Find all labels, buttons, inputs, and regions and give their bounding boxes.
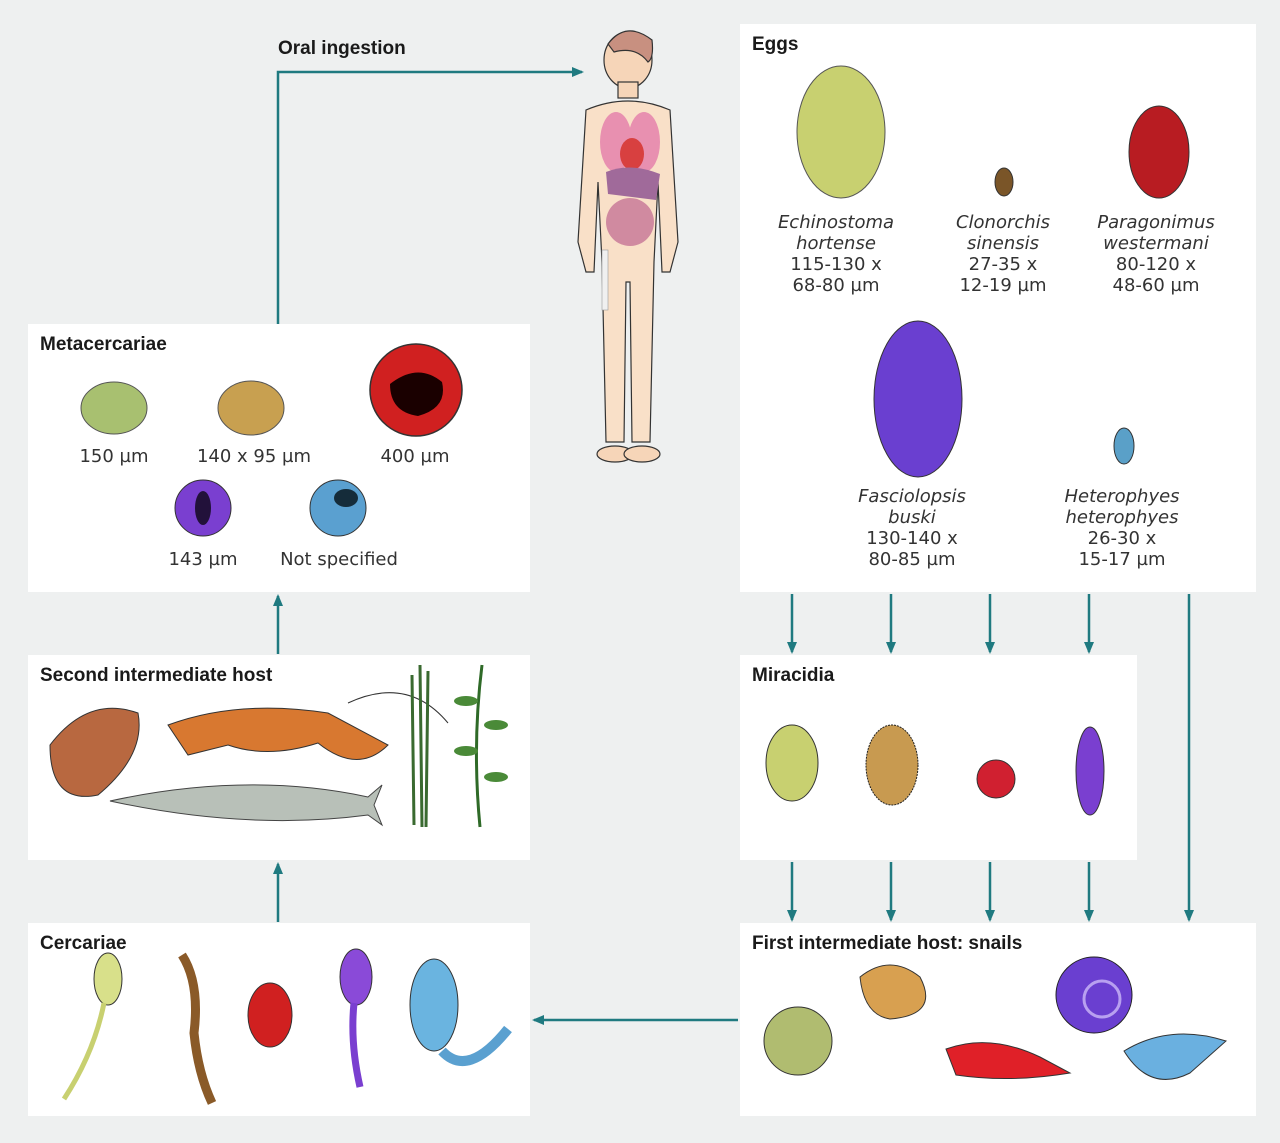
first-intermediate-host-title: First intermediate host: snails <box>752 933 1023 954</box>
intestine-icon <box>606 198 654 246</box>
metacercaria-2-label: 140 x 95 µm <box>196 446 312 467</box>
miracidia-drawings <box>765 724 1105 816</box>
cercariae-panel: Cercariae <box>28 923 530 1116</box>
metacercaria-5-label: Not specified <box>280 549 398 570</box>
cercaria-2-icon <box>178 952 217 1105</box>
egg-clonorchis-icon <box>994 167 1014 197</box>
second-host-drawings <box>49 664 508 828</box>
metacercaria-3-label: 400 µm <box>380 446 450 467</box>
crayfish-icon <box>167 707 389 760</box>
cercaria-5-icon <box>409 958 459 1052</box>
fish-icon <box>109 784 384 827</box>
cercaria-1-icon <box>93 952 123 1006</box>
snails-drawings <box>763 956 1227 1080</box>
cercariae-drawings <box>61 948 512 1105</box>
heart-icon <box>620 138 644 170</box>
metacercariae-panel: Metacercariae 150 µm 140 x 95 µm 400 µm … <box>28 324 530 592</box>
eggs-drawings <box>796 65 1190 478</box>
metacercaria-5-icon <box>309 479 367 537</box>
egg-paragonimus-icon <box>1128 105 1190 199</box>
second-intermediate-host-panel: Second intermediate host <box>28 655 530 860</box>
water-grass-icon <box>410 664 430 828</box>
eggs-title: Eggs <box>752 34 799 55</box>
metacercariae-title: Metacercariae <box>40 334 167 355</box>
second-intermediate-host-title: Second intermediate host <box>40 665 273 686</box>
miracidia-title: Miracidia <box>752 665 835 686</box>
clam-icon <box>49 707 140 797</box>
liver-icon <box>606 167 660 200</box>
cercariae-title: Cercariae <box>40 933 127 954</box>
snail-green-icon <box>763 1006 833 1076</box>
snail-orange-icon <box>859 964 927 1020</box>
miracidium-1-icon <box>765 724 819 802</box>
metacercaria-1-icon <box>80 381 148 435</box>
egg-echinostoma-icon <box>796 65 886 199</box>
metacercaria-1-label: 150 µm <box>79 446 149 467</box>
egg-fasciolopsis-icon <box>873 320 963 478</box>
miracidium-3-icon <box>976 759 1016 799</box>
metacercaria-2-icon <box>217 380 285 436</box>
metacercaria-4-label: 143 µm <box>168 549 238 570</box>
miracidium-2-icon <box>865 724 919 806</box>
snail-blue-icon <box>1123 1033 1227 1080</box>
egg-heterophyes-icon <box>1113 427 1135 465</box>
metacercariae-drawings <box>80 343 463 537</box>
oral-ingestion-arrow <box>276 67 584 324</box>
cercaria-4-icon <box>339 948 373 1006</box>
water-plant-icon <box>474 664 484 828</box>
miracidia-panel: Miracidia <box>740 655 1137 860</box>
oral-ingestion-label: Oral ingestion <box>278 38 406 59</box>
snail-red-icon <box>945 1042 1072 1080</box>
cercaria-3-icon <box>247 982 293 1048</box>
miracidium-4-icon <box>1075 726 1105 816</box>
first-intermediate-host-panel: First intermediate host: snails <box>740 923 1256 1116</box>
human-body-figure <box>577 30 679 463</box>
